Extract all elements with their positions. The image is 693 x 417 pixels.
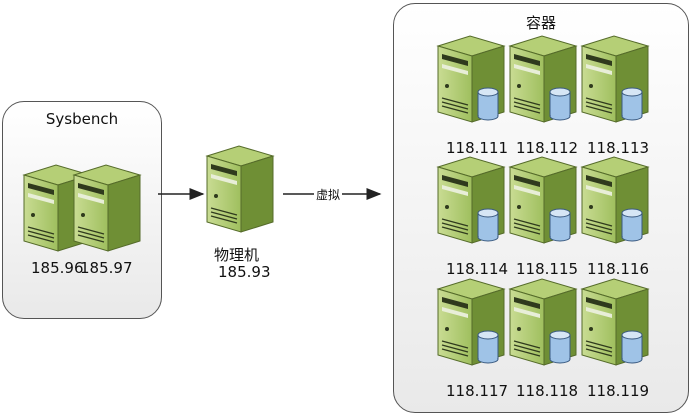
- container-ip-2: 118.112: [516, 139, 579, 157]
- database-icon: [477, 208, 499, 242]
- server-icon: [508, 277, 578, 371]
- edge-label: 虚拟: [314, 186, 343, 203]
- container-ip-1: 118.111: [446, 139, 509, 157]
- server-icon: [508, 34, 578, 128]
- container-ip-6: 118.116: [587, 260, 650, 278]
- container-ip-4: 118.114: [446, 260, 509, 278]
- server-icon: [72, 163, 142, 257]
- container-ip-8: 118.118: [516, 382, 579, 400]
- database-icon: [549, 330, 571, 364]
- server-icon: [580, 155, 650, 249]
- database-icon: [477, 330, 499, 364]
- database-icon: [621, 330, 643, 364]
- sysbench-title: Sysbench: [45, 110, 119, 128]
- database-icon: [477, 87, 499, 121]
- server-icon: [580, 34, 650, 128]
- physical-title: 物理机: [214, 246, 260, 264]
- physical-ip: 185.93: [218, 263, 271, 281]
- container-ip-3: 118.113: [587, 139, 650, 157]
- server-icon: [580, 277, 650, 371]
- container-title: 容器: [525, 14, 556, 32]
- database-icon: [621, 208, 643, 242]
- database-icon: [549, 87, 571, 121]
- sysbench-ip-2: 185.97: [80, 259, 133, 277]
- server-icon: [436, 277, 506, 371]
- server-icon: [205, 144, 275, 238]
- server-icon: [436, 34, 506, 128]
- container-ip-5: 118.115: [516, 260, 579, 278]
- sysbench-ip-1: 185.96: [31, 259, 84, 277]
- container-ip-7: 118.117: [446, 382, 509, 400]
- database-icon: [621, 87, 643, 121]
- database-icon: [549, 208, 571, 242]
- server-icon: [508, 155, 578, 249]
- server-icon: [436, 155, 506, 249]
- container-ip-9: 118.119: [587, 382, 650, 400]
